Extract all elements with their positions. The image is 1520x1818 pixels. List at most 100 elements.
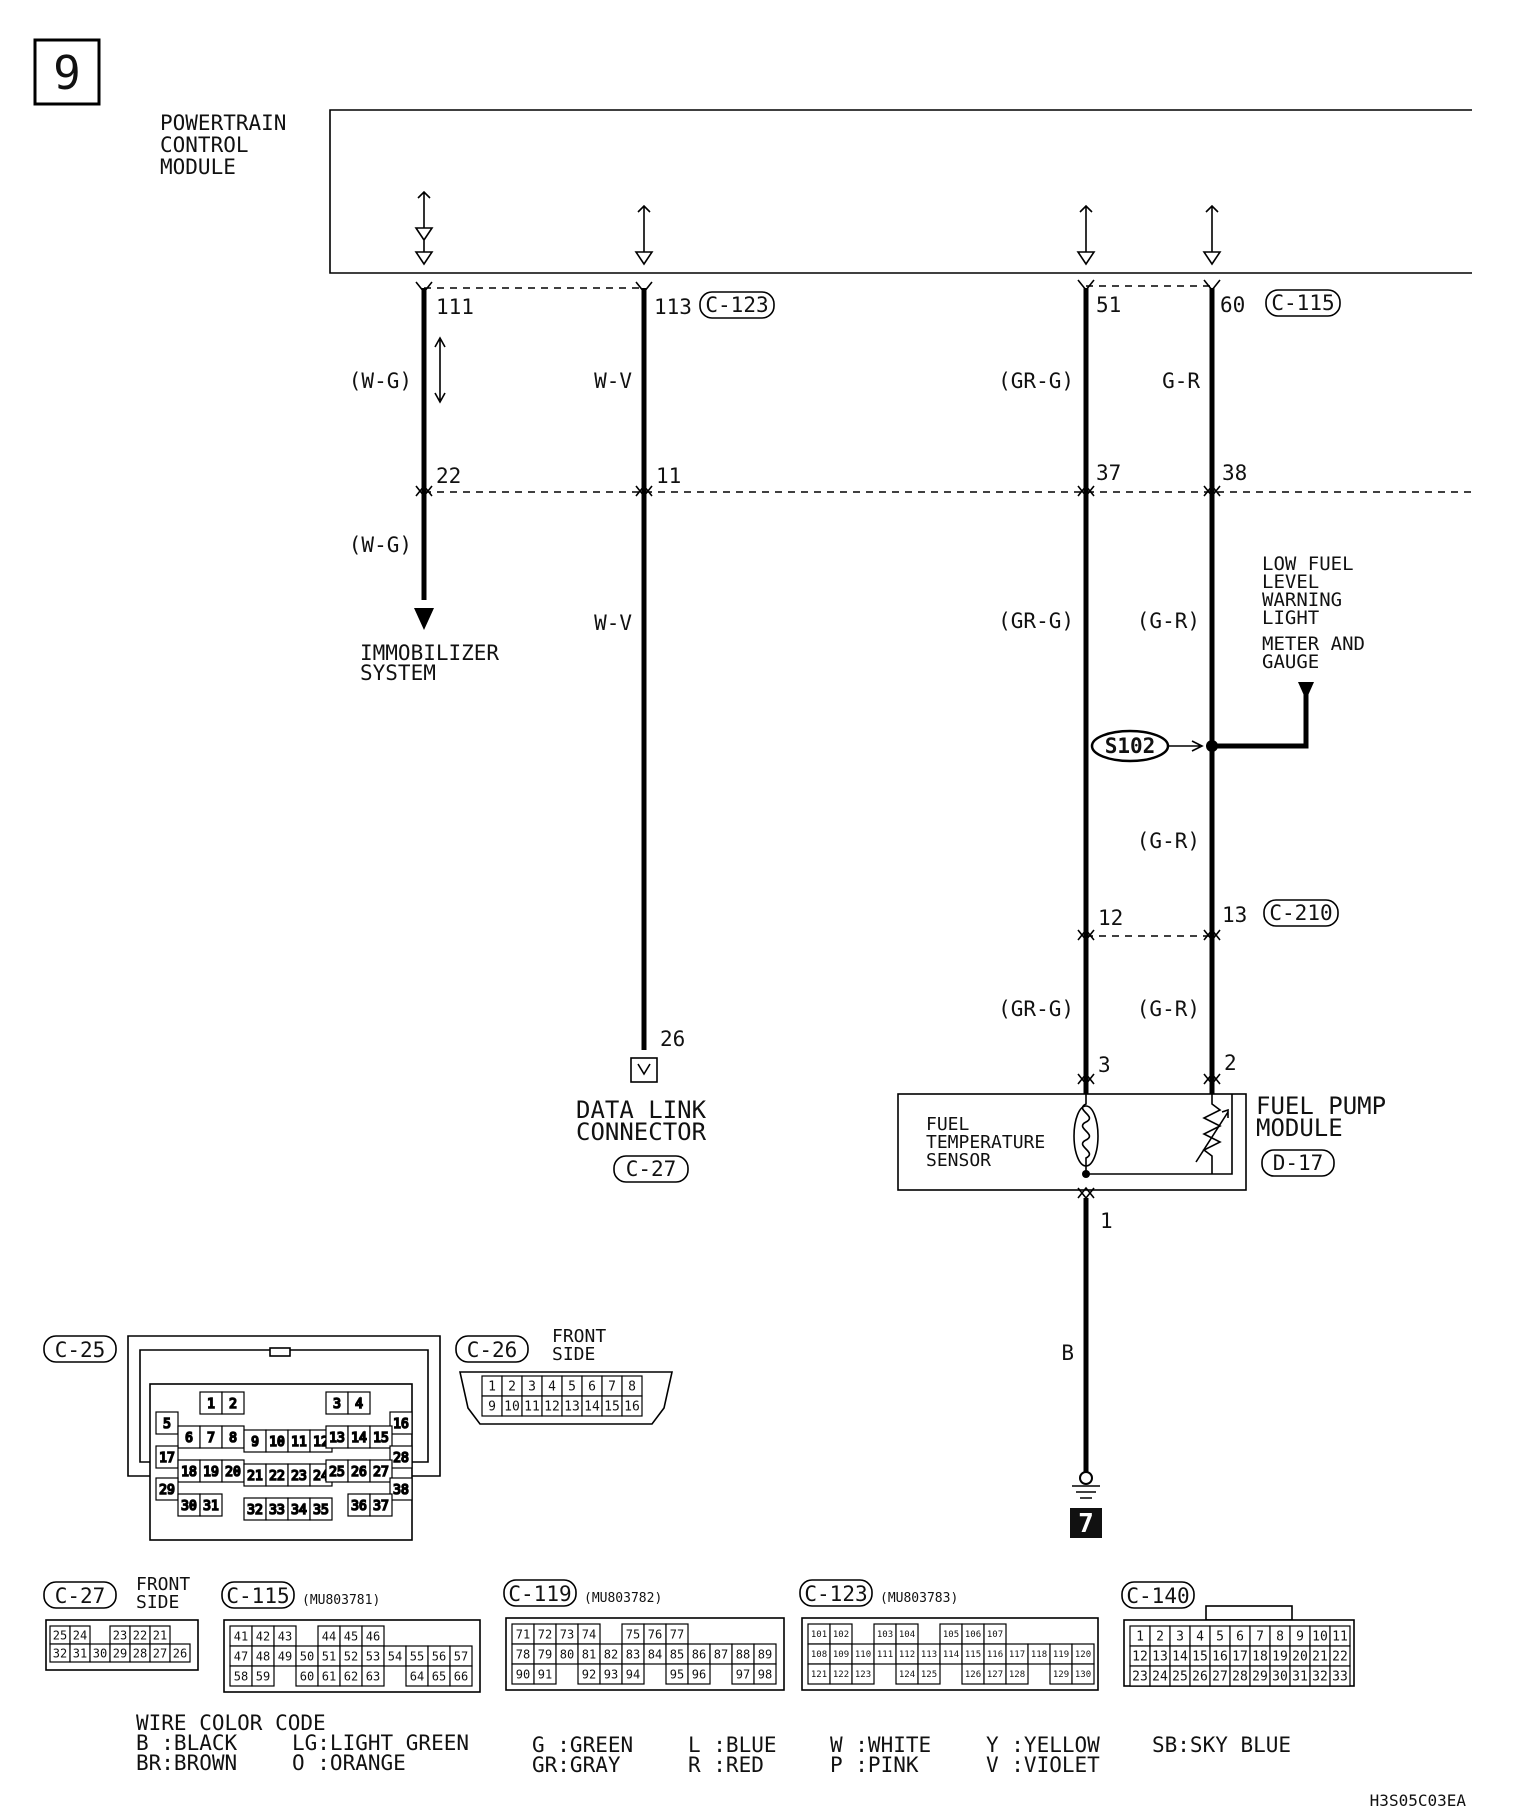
pin-number: 123 — [855, 1670, 871, 1680]
immobilizer-label-line2: SYSTEM — [360, 661, 436, 685]
pin-cell — [199, 1493, 223, 1517]
w3-pin-module: 3 — [1098, 1053, 1111, 1077]
pin-number: 61 — [322, 1669, 336, 1683]
pin-number: 16 — [1212, 1650, 1228, 1665]
pin-number: 111 — [877, 1650, 893, 1660]
pin-number: 29 — [1252, 1670, 1268, 1685]
pin-number: 1 — [488, 1380, 496, 1395]
pin-number: 118 — [1031, 1650, 1047, 1660]
fpm-label-line2: MODULE — [1256, 1114, 1343, 1142]
pin-number: 75 — [626, 1627, 640, 1641]
temp-sensor-outline — [1073, 1105, 1099, 1167]
legend-item-sb: SB:SKY BLUE — [1152, 1733, 1291, 1757]
pin-number: 21 — [1312, 1650, 1328, 1665]
pin-number: 22 — [269, 1469, 285, 1484]
pin-number: 90 — [516, 1667, 530, 1681]
pin-number: 4 — [1196, 1630, 1204, 1645]
w2-pin-top: 113 — [654, 295, 692, 319]
pin-number: 72 — [538, 1627, 552, 1641]
c119-id: C-119 — [508, 1582, 571, 1606]
pin-number: 1 — [1136, 1630, 1144, 1645]
pin-cell — [753, 1663, 777, 1685]
pin-cell — [369, 1493, 393, 1517]
pin-number: 92 — [582, 1667, 596, 1681]
c115-tag-label: C-115 — [1271, 291, 1334, 315]
pin-number: 102 — [833, 1630, 849, 1640]
d17-tag: D-17 — [1261, 1149, 1335, 1177]
pin-number: 19 — [1272, 1650, 1288, 1665]
c27-id: C-27 — [55, 1584, 106, 1608]
legend-item-g: G :GREEN — [532, 1733, 633, 1757]
w2-pin-end: 26 — [660, 1027, 685, 1051]
page-number-box — [33, 38, 101, 106]
pin-number: 8 — [229, 1431, 237, 1446]
pin-number: 60 — [300, 1669, 314, 1683]
pin-number: 116 — [987, 1650, 1003, 1660]
legend-item-o: O :ORANGE — [292, 1751, 406, 1775]
pin-number: 71 — [516, 1627, 530, 1641]
pin-number: 121 — [811, 1670, 827, 1680]
pin-number: 48 — [256, 1649, 270, 1663]
pin-number: 4 — [355, 1397, 363, 1412]
pin-cell — [917, 1663, 941, 1685]
pin-number: 91 — [538, 1667, 552, 1681]
pin-cell — [533, 1663, 557, 1685]
c27-note-1: FRONT — [136, 1574, 190, 1595]
pin-number: 98 — [758, 1667, 772, 1681]
w1-pin-mid: 22 — [436, 464, 461, 488]
pin-number: 89 — [758, 1647, 772, 1661]
pin-number: 103 — [877, 1630, 893, 1640]
pin-number: 31 — [73, 1646, 87, 1660]
legend-item-b: B :BLACK — [136, 1731, 238, 1755]
w2-pin-mid: 11 — [656, 464, 681, 488]
pin-cell — [851, 1663, 875, 1685]
pin-number: 12 — [1132, 1650, 1148, 1665]
pin-number: 112 — [899, 1650, 915, 1660]
pin-number: 33 — [269, 1503, 285, 1518]
sensor-label-line3: SENSOR — [926, 1150, 991, 1171]
pin-number: 13 — [564, 1400, 580, 1415]
w4-pin-module: 2 — [1224, 1051, 1237, 1075]
pin-number: 66 — [454, 1669, 468, 1683]
w1-color-bottom: (W-G) — [349, 533, 412, 557]
connector-dash-lines — [424, 285, 1472, 937]
pin-number: 11 — [291, 1435, 307, 1450]
w3-pin-lower: 12 — [1098, 906, 1123, 930]
fpm-label-line1: FUEL PUMP — [1256, 1092, 1386, 1120]
legend-item-y: Y :YELLOW — [986, 1733, 1100, 1757]
pin-number: 107 — [987, 1630, 1003, 1640]
w4-pin-top: 60 — [1220, 293, 1245, 317]
pin-number: 109 — [833, 1650, 849, 1660]
pin-number: 25 — [53, 1628, 67, 1642]
c27-dest-tag-label: C-27 — [626, 1157, 677, 1181]
pin-number: 56 — [432, 1649, 446, 1663]
pin-number: 4 — [548, 1380, 556, 1395]
pin-number: 88 — [736, 1647, 750, 1661]
pin-number: 21 — [153, 1628, 167, 1642]
pin-cell — [687, 1663, 711, 1685]
pin-number: 114 — [943, 1650, 959, 1660]
pin-number: 51 — [322, 1649, 336, 1663]
legend-item-gr: GR:GRAY — [532, 1753, 621, 1777]
pin-number: 77 — [670, 1627, 684, 1641]
pin-number: 8 — [1276, 1630, 1284, 1645]
pin-number: 32 — [53, 1646, 67, 1660]
pin-number: 45 — [344, 1629, 358, 1643]
pin-number: 29 — [159, 1483, 175, 1498]
pin-number: 10 — [504, 1400, 520, 1415]
pin-number: 2 — [508, 1380, 516, 1395]
pin-number: 43 — [278, 1629, 292, 1643]
w3-pin-top: 51 — [1096, 293, 1121, 317]
c26-note-2: SIDE — [552, 1344, 595, 1365]
pin-number: 76 — [648, 1627, 662, 1641]
c25-id: C-25 — [55, 1338, 106, 1362]
ground-pin: 1 — [1100, 1209, 1113, 1233]
pin-number: 9 — [251, 1435, 259, 1450]
pin-number: 22 — [1332, 1650, 1348, 1665]
d17-tag-label: D-17 — [1273, 1151, 1324, 1175]
pin-number: 3 — [1176, 1630, 1184, 1645]
c140-id: C-140 — [1126, 1584, 1189, 1608]
